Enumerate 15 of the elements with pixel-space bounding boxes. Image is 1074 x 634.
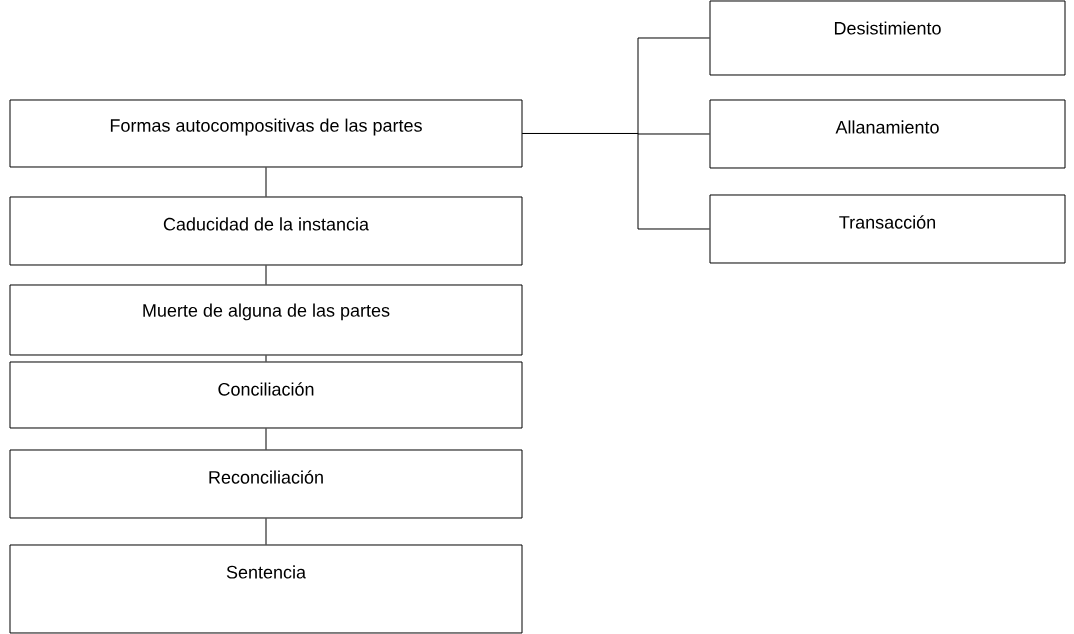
process-box: Formas autocompositivas de las partes xyxy=(9,99,523,168)
process-box: Sentencia xyxy=(9,544,523,634)
process-box: Transacción xyxy=(709,194,1066,264)
process-box: Conciliación xyxy=(9,361,523,429)
connector-line xyxy=(265,428,267,450)
process-box: Reconciliación xyxy=(9,449,523,519)
connector-line xyxy=(265,518,267,545)
process-box: Allanamiento xyxy=(709,99,1066,169)
connector-line xyxy=(265,355,267,362)
process-box: Desistimiento xyxy=(709,0,1066,76)
connector-line xyxy=(522,133,710,230)
process-box: Muerte de alguna de las partes xyxy=(9,284,523,356)
connector-line xyxy=(265,167,267,197)
process-box: Caducidad de la instancia xyxy=(9,196,523,266)
connector-line xyxy=(265,265,267,285)
